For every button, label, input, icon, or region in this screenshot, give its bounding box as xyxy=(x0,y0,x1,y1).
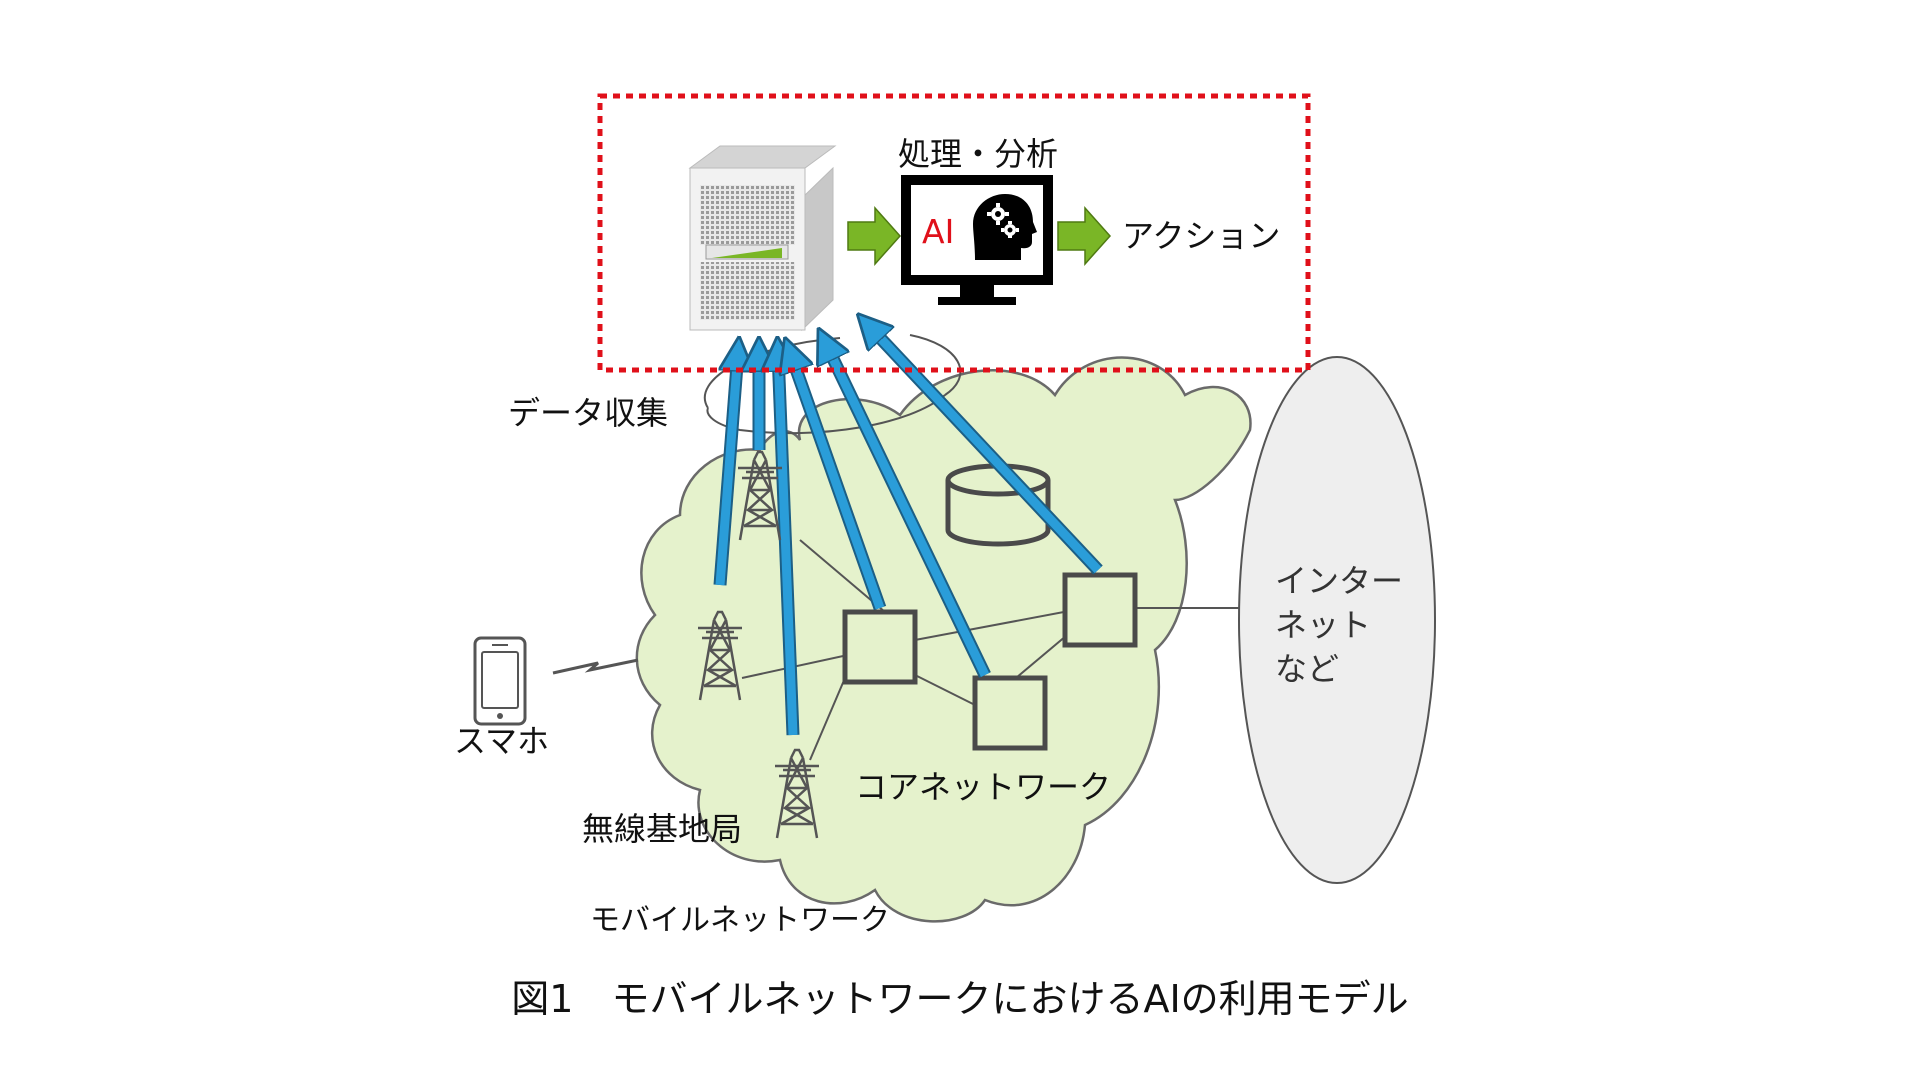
flow-arrow-to-ai xyxy=(847,206,902,266)
arrow-from-tower-bottom xyxy=(778,352,798,736)
label-data-collection: データ収集 xyxy=(508,394,668,432)
label-smartphone: スマホ xyxy=(454,722,549,760)
ai-text: AI xyxy=(922,212,954,251)
label-internet-line-1: インター xyxy=(1275,562,1403,600)
figure-caption: 図1 モバイルネットワークにおけるAIの利用モデル xyxy=(511,977,1408,1021)
label-internet-line-2: ネット xyxy=(1275,606,1371,644)
radio-tower-icon xyxy=(738,450,782,541)
core-node-c xyxy=(1062,572,1138,648)
ai-head-gears-icon xyxy=(973,194,1037,260)
label-internet-line-3: など xyxy=(1275,650,1339,688)
label-processing: 処理・分析 xyxy=(898,135,1058,173)
label-action: アクション xyxy=(1122,217,1280,255)
arrow-from-core-node-a xyxy=(790,352,885,610)
link-node-a-to-bottom-tower xyxy=(809,677,846,761)
core-node-b xyxy=(972,675,1048,751)
wireless-link-icon xyxy=(552,658,639,675)
label-base-station: 無線基地局 xyxy=(582,810,742,848)
server-icon xyxy=(688,145,837,332)
internet-ellipse xyxy=(1238,356,1436,884)
radio-tower-icon xyxy=(698,610,742,701)
label-mobile-network: モバイルネットワーク xyxy=(590,903,890,938)
core-node-a xyxy=(842,609,918,685)
label-core-network: コアネットワーク xyxy=(855,768,1111,806)
arrow-from-core-node-c xyxy=(868,325,1102,574)
core-network-nodes xyxy=(842,572,1138,751)
arrow-from-tower-mid xyxy=(715,352,738,586)
processing-region-border xyxy=(597,93,1311,373)
link-node-a-to-node-c xyxy=(914,607,1086,641)
smartphone-icon xyxy=(473,636,527,726)
flow-arrow-to-action xyxy=(1057,206,1112,266)
arrow-from-core-node-b xyxy=(825,342,990,677)
data-collection-arrows xyxy=(713,325,1103,736)
radio-tower-icon xyxy=(775,748,819,839)
link-node-a-to-node-b xyxy=(914,674,976,706)
